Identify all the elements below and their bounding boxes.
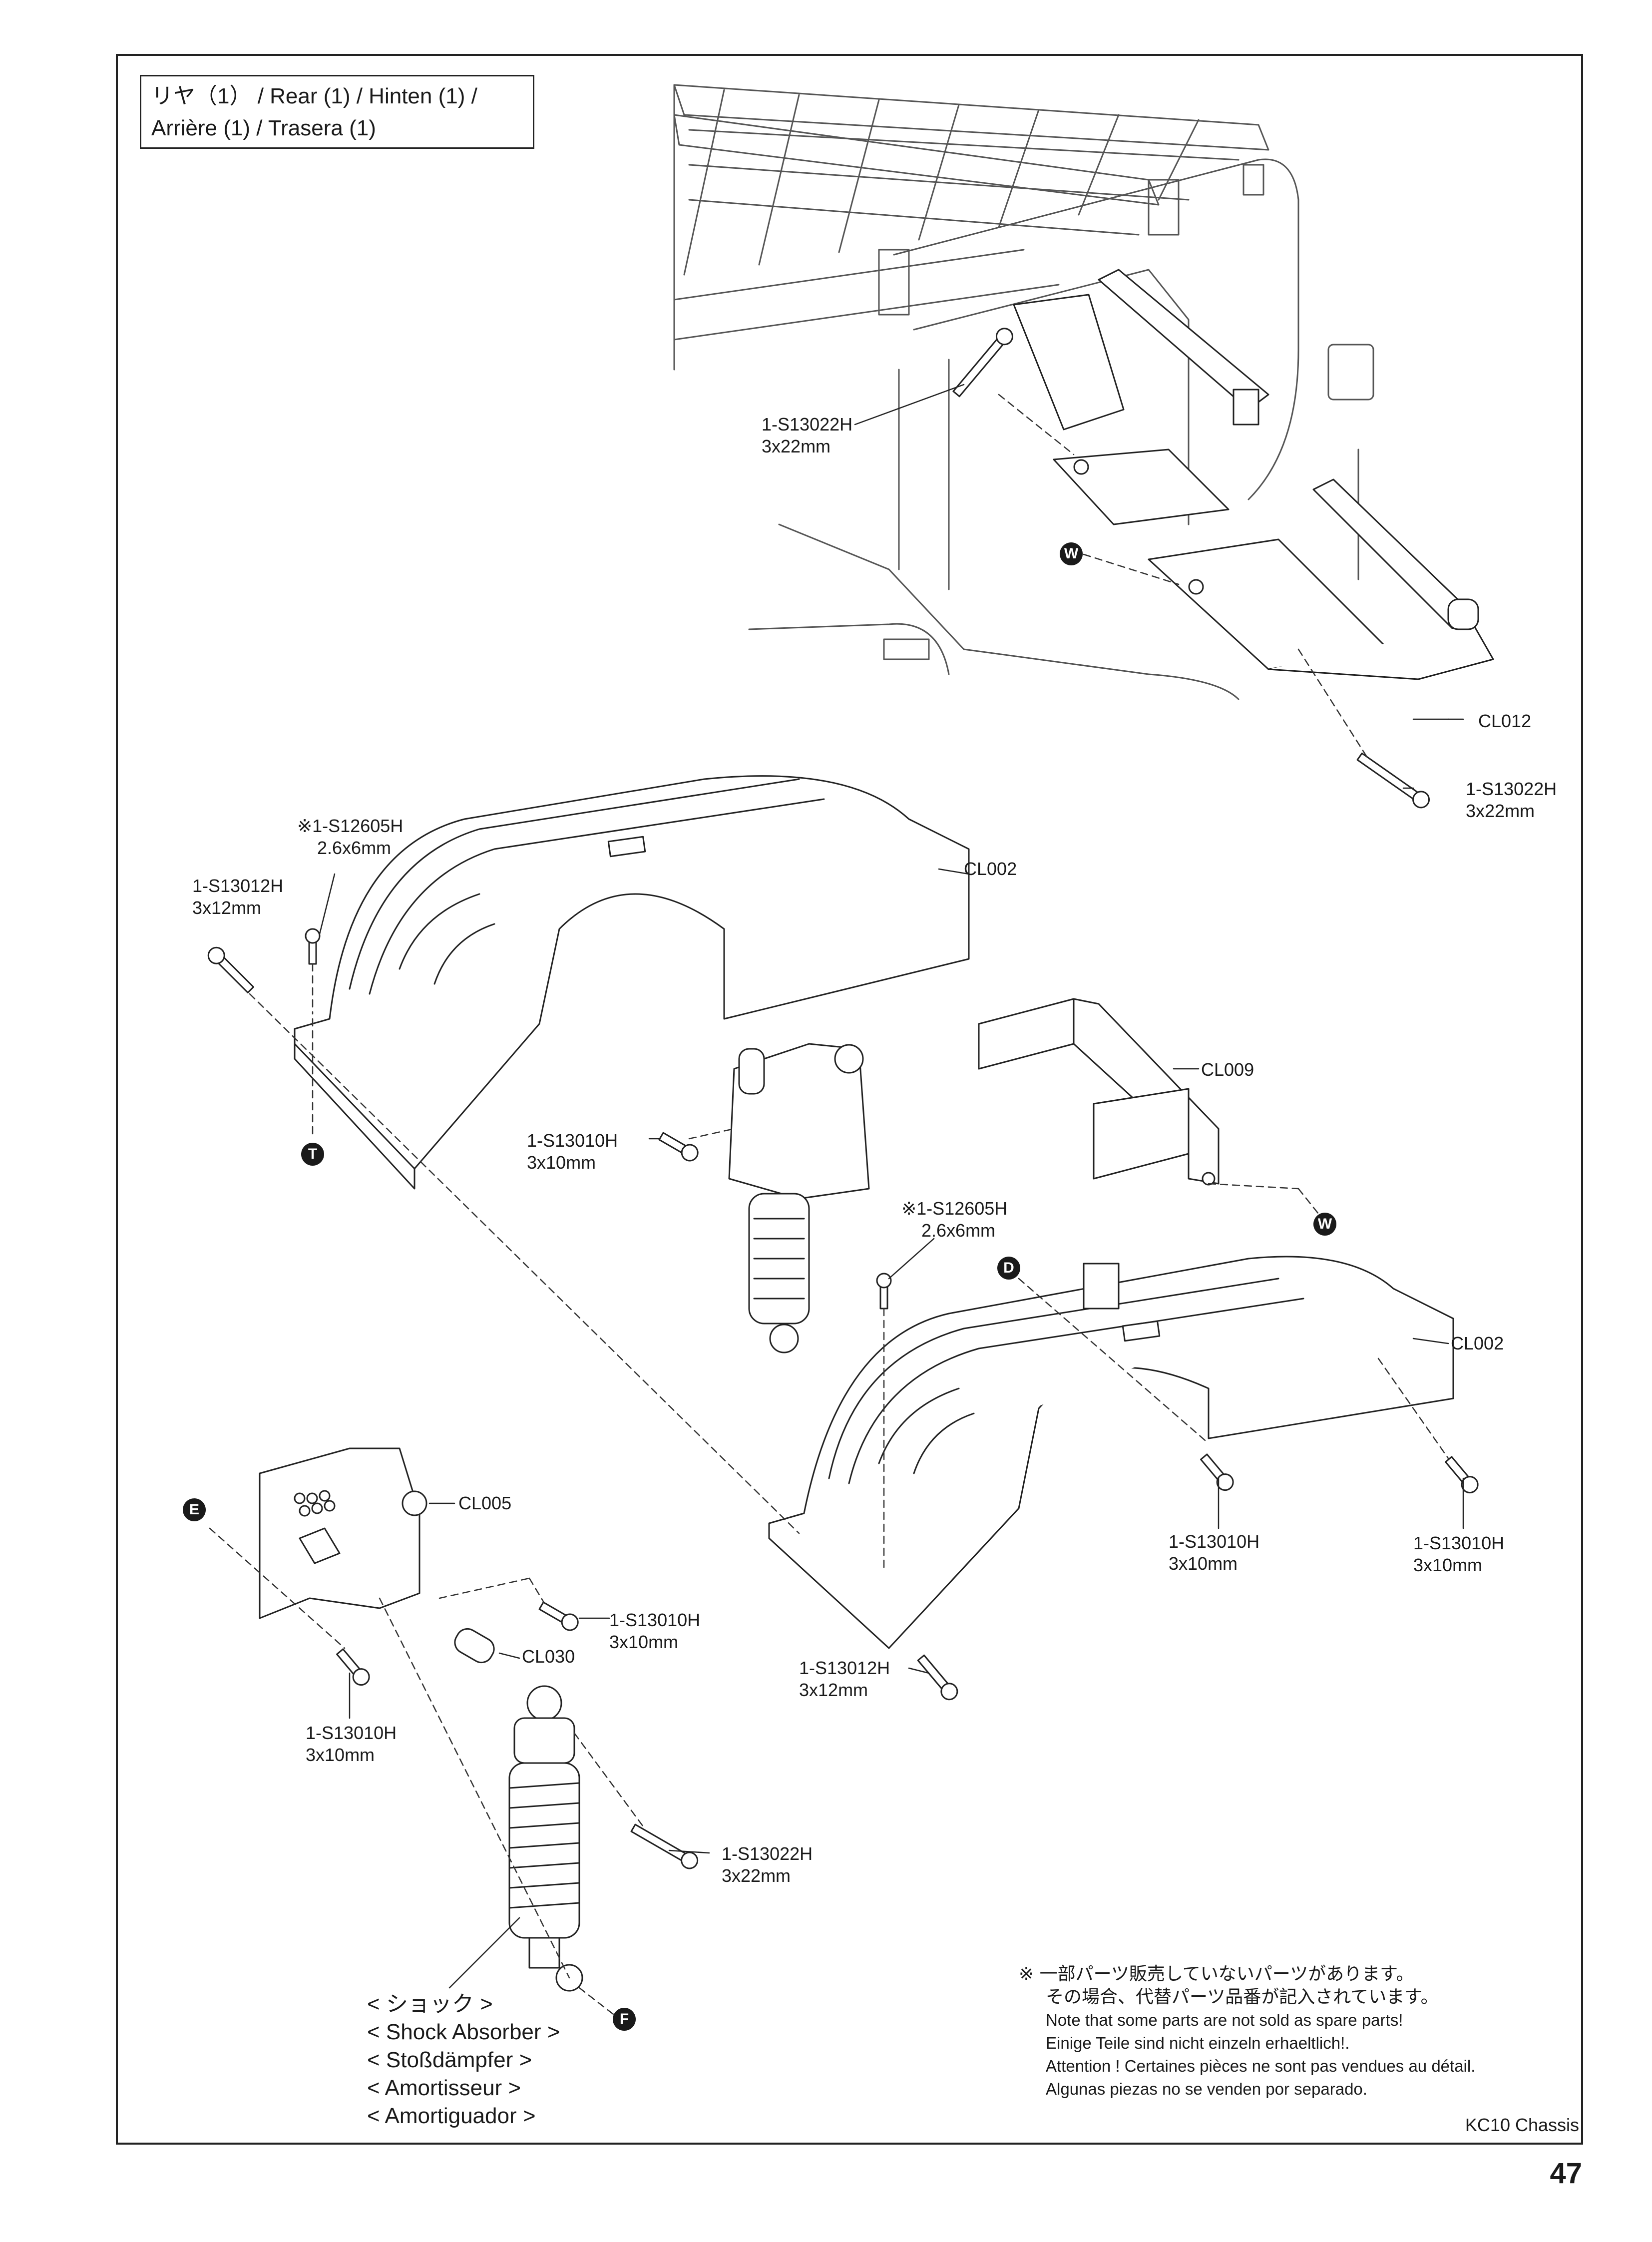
screw-label-1-s12605h-top: ※1-S12605H 2.6x6mm	[297, 815, 403, 859]
screw-1-s12605h-top	[305, 928, 321, 965]
label-cl005: CL005	[458, 1493, 512, 1513]
cl002-bottom-fender	[768, 1256, 1454, 1649]
screw-size: 3x22mm	[762, 436, 831, 456]
screw-part-number: ※1-S12605H	[901, 1198, 1008, 1219]
screw-part-number: 1-S13022H	[762, 414, 853, 435]
screw-part-number: 1-S13022H	[722, 1843, 813, 1864]
note-fr: Attention ! Certaines pièces ne sont pas…	[1046, 2057, 1476, 2075]
cl030-spacer	[454, 1628, 495, 1664]
screw-size: 3x10mm	[609, 1632, 679, 1652]
screw-part-number: ※1-S12605H	[297, 816, 404, 836]
screw-size: 3x22mm	[722, 1865, 791, 1886]
shock-absorber-illustration	[508, 1685, 583, 1992]
screw-size: 3x12mm	[799, 1680, 868, 1700]
marker-d: D	[997, 1257, 1020, 1280]
leader-lines	[319, 384, 1464, 1989]
caption-en: < Shock Absorber >	[367, 2020, 560, 2044]
marker-f: F	[613, 2008, 636, 2031]
screw-part-number: 1-S13010H	[609, 1610, 701, 1630]
page-number: 47	[1550, 2157, 1582, 2190]
note-es: Algunas piezas no se venden por separado…	[1046, 2080, 1367, 2098]
screw-label-1-s13010h-cl005: 1-S13010H 3x10mm	[609, 1609, 700, 1653]
screw-1-s13022h-top	[952, 328, 1013, 398]
screw-part-number: 1-S13010H	[1413, 1533, 1505, 1553]
label-cl009: CL009	[1201, 1059, 1254, 1080]
shock-mount-assembly	[728, 1043, 870, 1353]
spare-parts-note: ※ 一部パーツ販売していないパーツがあります。 その場合、代替パーツ品番が記入さ…	[1019, 1963, 1475, 2101]
cl002-top-fender	[294, 775, 970, 1190]
marker-t: T	[301, 1143, 324, 1166]
screw-size: 3x10mm	[527, 1152, 596, 1173]
screw-size: 2.6x6mm	[317, 838, 392, 858]
screw-label-1-s13022h-right: 1-S13022H 3x22mm	[1466, 778, 1557, 822]
screw-1-s13010h-cl005	[538, 1601, 579, 1631]
screw-part-number: 1-S13010H	[527, 1130, 618, 1151]
page-frame	[116, 54, 1583, 2145]
cl009-bracket	[978, 998, 1220, 1186]
screw-1-s13022h-bottom	[630, 1823, 699, 1869]
screw-1-s12605h-bottom	[876, 1273, 892, 1310]
caption-ja: < ショック >	[367, 1992, 493, 2016]
screw-1-s13010h-right	[1445, 1456, 1479, 1494]
screw-label-1-s13022h-bottom: 1-S13022H 3x22mm	[722, 1843, 813, 1887]
marker-e: E	[183, 1498, 206, 1521]
screw-label-1-s13010h-left: 1-S13010H 3x10mm	[306, 1722, 397, 1766]
screw-1-s13012h-top	[207, 946, 254, 993]
screw-1-s13010h-d	[1200, 1453, 1234, 1491]
screw-size: 3x10mm	[1169, 1553, 1238, 1574]
screw-label-1-s13010h-right: 1-S13010H 3x10mm	[1413, 1532, 1504, 1576]
screw-part-number: 1-S13022H	[1466, 779, 1557, 799]
screw-size: 3x22mm	[1466, 801, 1535, 821]
footer-model-name: KC10 Chassis	[1465, 2115, 1579, 2135]
screw-part-number: 1-S13010H	[306, 1723, 397, 1743]
note-de: Einige Teile sind nicht einzeln erhaeltl…	[1046, 2034, 1350, 2052]
cl012-hitch-frame	[1013, 269, 1494, 680]
screw-1-s13022h-right	[1356, 752, 1430, 809]
screw-label-1-s13012h-bottom: 1-S13012H 3x12mm	[799, 1657, 890, 1701]
screw-size: 3x10mm	[1413, 1555, 1483, 1575]
section-title-line2: Arrière (1) / Trasera (1)	[151, 116, 376, 140]
marker-w-bottom: W	[1313, 1213, 1336, 1236]
screw-label-1-s13012h-top: 1-S13012H 3x12mm	[192, 875, 283, 919]
note-en: Note that some parts are not sold as spa…	[1046, 2011, 1403, 2029]
section-title: リヤ（1） / Rear (1) / Hinten (1) / Arrière …	[140, 75, 534, 149]
caption-es: < Amortiguador >	[367, 2104, 536, 2128]
screw-label-1-s13022h-top: 1-S13022H 3x22mm	[762, 414, 852, 457]
screw-1-s13010h-left	[336, 1648, 370, 1686]
screw-label-1-s12605h-bottom: ※1-S12605H 2.6x6mm	[901, 1198, 1007, 1242]
screw-1-s13010h-center	[658, 1132, 699, 1162]
note-ja-2: その場合、代替パーツ品番が記入されています。	[1046, 1987, 1439, 2007]
caption-de: < Stoßdämpfer >	[367, 2048, 532, 2072]
screw-label-1-s13010h-d: 1-S13010H 3x10mm	[1169, 1531, 1259, 1575]
label-cl030: CL030	[522, 1646, 575, 1667]
cl005-mount	[259, 1447, 427, 1619]
note-ja-1: ※ 一部パーツ販売していないパーツがあります。	[1019, 1964, 1414, 1984]
label-cl012: CL012	[1478, 711, 1532, 731]
assembly-guide-lines	[209, 394, 1449, 2024]
screw-part-number: 1-S13012H	[799, 1658, 890, 1678]
screw-size: 2.6x6mm	[921, 1220, 996, 1241]
screws	[207, 328, 1479, 1869]
screw-part-number: 1-S13012H	[192, 876, 284, 896]
body-shell-illustration	[673, 84, 1374, 700]
screw-1-s13012h-bottom	[917, 1654, 958, 1701]
section-title-line1: リヤ（1） / Rear (1) / Hinten (1) /	[151, 84, 477, 108]
label-cl002-top: CL002	[964, 859, 1017, 879]
screw-size: 3x10mm	[306, 1745, 375, 1765]
marker-w-top: W	[1060, 542, 1083, 565]
screw-size: 3x12mm	[192, 897, 262, 918]
shock-absorber-caption: < ショック > < Shock Absorber > < Stoßdämpfe…	[367, 1990, 560, 2130]
caption-fr: < Amortisseur >	[367, 2076, 521, 2100]
screw-label-1-s13010h-center: 1-S13010H 3x10mm	[527, 1130, 618, 1174]
screw-part-number: 1-S13010H	[1169, 1531, 1260, 1552]
label-cl002-bottom: CL002	[1451, 1333, 1504, 1353]
